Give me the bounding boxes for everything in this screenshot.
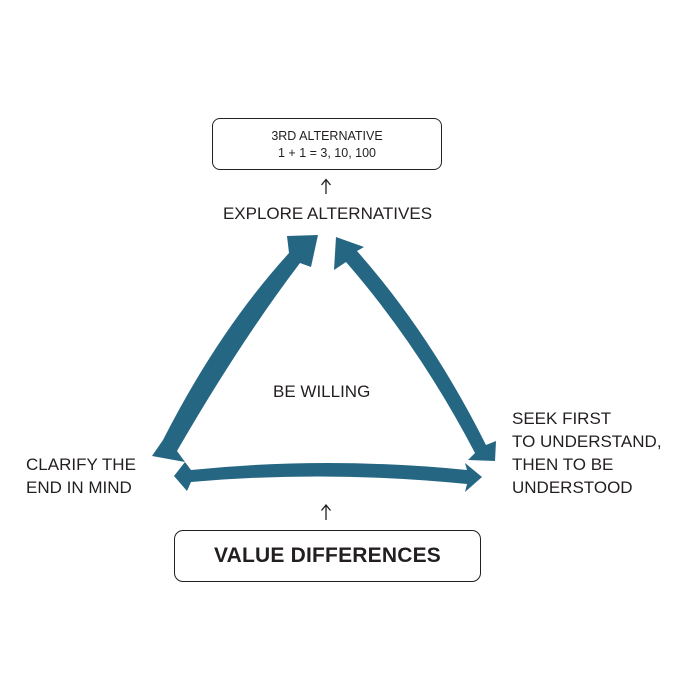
- third-alternative-equation: 1 + 1 = 3, 10, 100: [278, 146, 376, 160]
- seek-first-label: SEEK FIRST TO UNDERSTAND, THEN TO BE UND…: [512, 407, 662, 499]
- up-arrow-icon: [320, 503, 332, 520]
- value-differences-box: VALUE DIFFERENCES: [174, 530, 481, 582]
- seek-line: UNDERSTOOD: [512, 478, 633, 497]
- be-willing-label: BE WILLING: [273, 382, 371, 401]
- bottom-double-arrow: [174, 462, 482, 492]
- up-arrow-icon: [320, 178, 332, 194]
- seek-line: THEN TO BE: [512, 455, 614, 474]
- value-differences-title: VALUE DIFFERENCES: [213, 544, 442, 567]
- clarify-line: END IN MIND: [26, 478, 132, 497]
- third-alternative-box: 3RD ALTERNATIVE 1 + 1 = 3, 10, 100: [212, 118, 442, 170]
- left-double-arrow: [152, 235, 318, 462]
- third-alternative-title: 3RD ALTERNATIVE: [271, 129, 383, 143]
- clarify-end-label: CLARIFY THE END IN MIND: [26, 453, 136, 499]
- right-double-arrow: [334, 237, 496, 461]
- explore-alternatives-label: EXPLORE ALTERNATIVES: [222, 204, 433, 223]
- clarify-line: CLARIFY THE: [26, 455, 136, 474]
- seek-line: TO UNDERSTAND,: [512, 432, 662, 451]
- seek-line: SEEK FIRST: [512, 409, 612, 428]
